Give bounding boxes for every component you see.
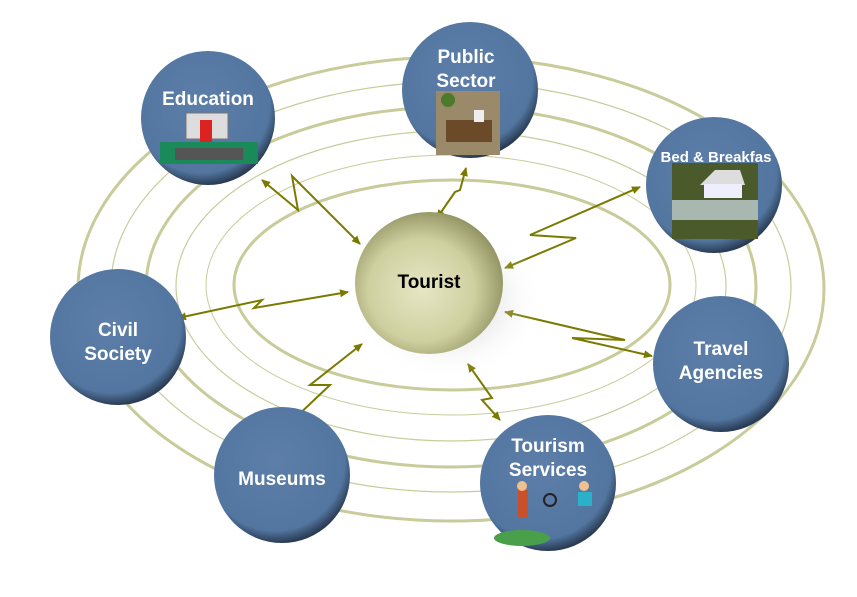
node-bed-breakfast[interactable]: Bed & Breakfas [646,117,782,253]
arrow-travel-agencies [504,309,653,359]
node-label-line2: Society [84,344,152,365]
arrow-public-sector [436,167,468,219]
node-circle [50,269,186,405]
node-education[interactable]: Education [141,51,275,185]
center-circle [355,212,503,354]
node-circle [653,296,789,432]
node-tourism-services[interactable]: Tourism Services [480,415,616,551]
node-label-line2: Sector [436,71,496,92]
node-label: Museums [238,469,326,490]
node-circle [480,415,616,551]
node-label-line2: Agencies [679,363,763,384]
arrow-museums [292,343,363,421]
node-travel-agencies[interactable]: Travel Agencies [653,296,789,432]
node-label-line1: Civil [98,320,138,341]
node-label-line2: Services [509,460,587,481]
node-label-line1: Public [437,47,494,68]
meeting-icon [436,91,500,155]
node-civil-society[interactable]: Civil Society [50,269,186,405]
classroom-icon [160,112,258,164]
sports-icon [494,481,592,546]
node-label: Bed & Breakfas [661,149,772,166]
node-museums[interactable]: Museums [214,407,350,543]
arrows [177,167,653,421]
node-label: Education [162,89,254,110]
arrow-bed-breakfast [504,186,641,269]
node-public-sector[interactable]: Public Sector [402,22,538,158]
house-photo-icon [672,163,758,239]
arrow-tourism-services [467,363,501,421]
node-label-line1: Travel [694,339,749,360]
tourist-center[interactable]: Tourist [353,212,543,380]
node-circle [214,407,350,543]
arrow-education [261,173,361,245]
node-label-line1: Tourism [511,436,585,457]
arrow-civil-society [177,289,349,321]
center-label: Tourist [398,272,462,293]
